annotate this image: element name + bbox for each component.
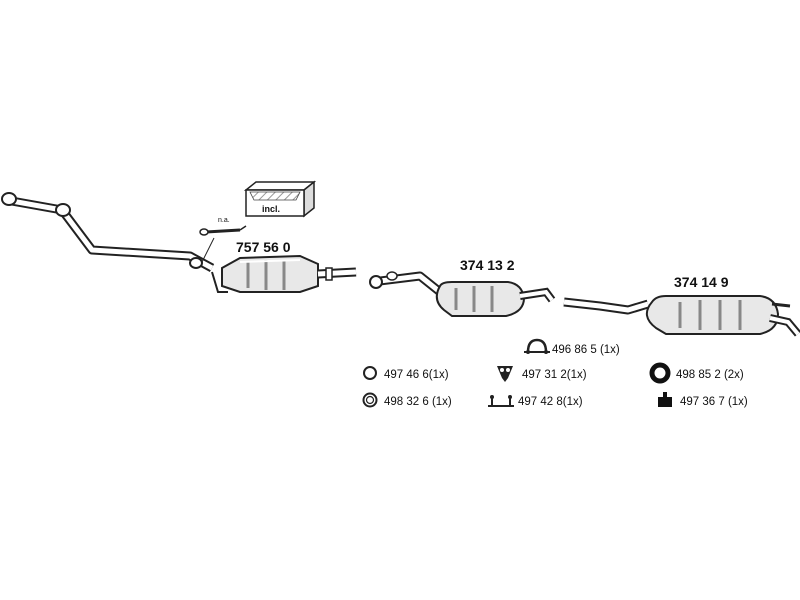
- fitting-label: 496 86 5 (1x): [552, 344, 620, 356]
- fitting-mounting-bracket[interactable]: 497 42 8(1x): [488, 395, 583, 408]
- fitting-gasket-ring[interactable]: 498 32 6 (1x): [362, 392, 452, 409]
- clamp-ring-icon: [363, 366, 377, 380]
- rubber-hanger-icon: [497, 366, 513, 382]
- middle-silencer-part-number: 374 13 2: [460, 257, 515, 273]
- fitting-clamp-ring[interactable]: 497 46 6(1x): [363, 366, 449, 381]
- included-label: incl.: [262, 204, 280, 214]
- fitting-label: 498 85 2 (2x): [676, 369, 744, 381]
- fitting-rubber-hanger[interactable]: 497 31 2(1x): [497, 366, 587, 382]
- fitting-rubber-mount[interactable]: 497 36 7 (1x): [658, 392, 748, 408]
- fitting-label: 498 32 6 (1x): [384, 396, 452, 408]
- fitting-label: 497 42 8(1x): [518, 396, 583, 408]
- gasket-ring-icon: [362, 392, 378, 408]
- rubber-mount-icon: [658, 397, 672, 407]
- fitting-pipe-clamp[interactable]: 496 86 5 (1x): [524, 338, 620, 356]
- mounting-bracket-icon: [488, 398, 514, 407]
- pipe-clamp-icon: [526, 338, 548, 353]
- rear-silencer-assembly[interactable]: [563, 295, 800, 337]
- fitting-label: 497 36 7 (1x): [680, 396, 748, 408]
- fitting-label: 497 31 2(1x): [522, 369, 587, 381]
- front-pipe-catalyst-part-number: 757 56 0: [236, 239, 291, 255]
- rubber-ring-icon: [649, 362, 671, 384]
- not-available-label: n.a.: [218, 217, 230, 224]
- front-pipe-catalyst-assembly[interactable]: [1, 192, 357, 293]
- fitting-rubber-ring[interactable]: 498 85 2 (2x): [649, 362, 744, 384]
- fitting-label: 497 46 6(1x): [384, 369, 449, 381]
- rear-silencer-part-number: 374 14 9: [674, 274, 729, 290]
- included-kit-box: incl.: [243, 180, 317, 218]
- middle-silencer-assembly[interactable]: [369, 271, 556, 317]
